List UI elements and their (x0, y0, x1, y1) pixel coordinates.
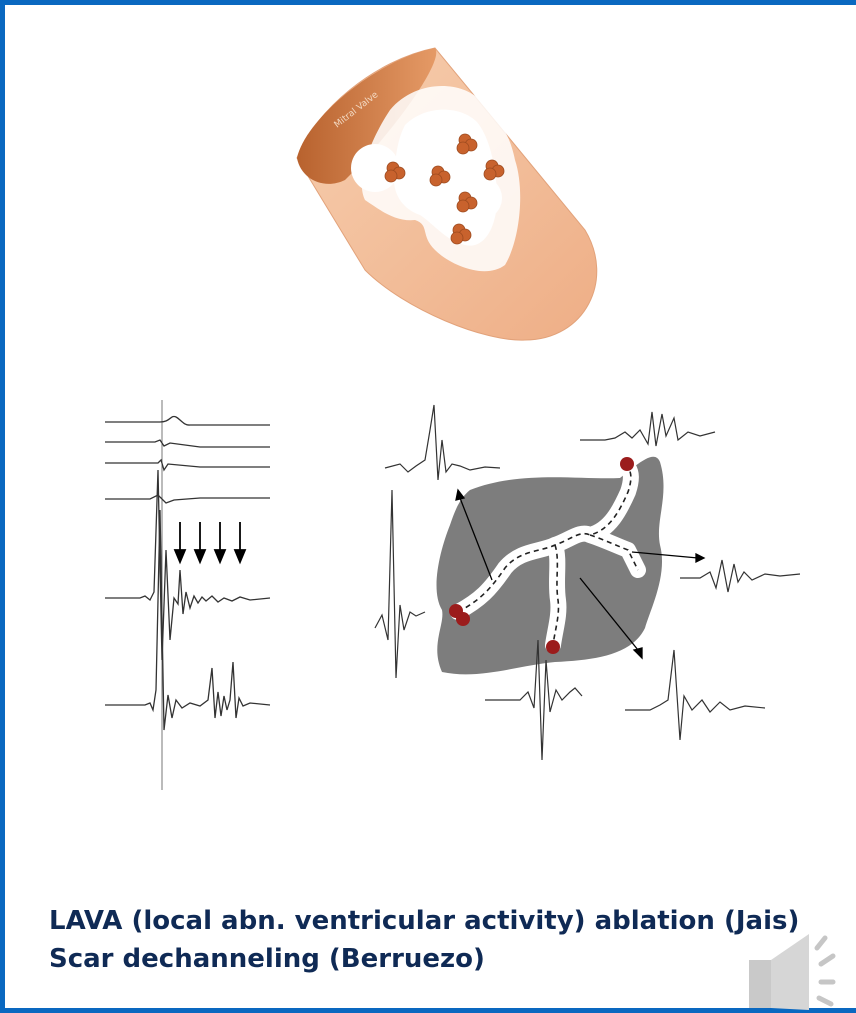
channel-site-dot (620, 457, 634, 471)
local-egm-right (680, 560, 800, 592)
ventricle-illustration: Mitral Valve (285, 40, 625, 350)
caption-line-2: Scar dechanneling (Berruezo) (49, 940, 799, 978)
scar-channel-map (370, 400, 830, 795)
bipolar-egm-2 (105, 510, 270, 730)
lava-arrows (175, 522, 245, 562)
channel-site-dot (546, 640, 560, 654)
channel-site-dot (456, 612, 470, 626)
local-egm-top-right (580, 412, 715, 446)
caption-line-1: LAVA (local abn. ventricular activity) a… (49, 902, 799, 940)
local-egm-left (375, 490, 425, 678)
local-egm-top-left (385, 405, 500, 480)
slide-caption: LAVA (local abn. ventricular activity) a… (49, 902, 799, 978)
surface-ecg-lead (105, 460, 270, 470)
local-egm-bottom-right (625, 650, 765, 740)
surface-ecg-lead (105, 440, 270, 447)
surface-ecg-lead (105, 417, 270, 426)
surface-ecg-lead (105, 495, 270, 503)
speaker-icon[interactable] (747, 930, 847, 1010)
electrogram-tracings (100, 400, 280, 795)
